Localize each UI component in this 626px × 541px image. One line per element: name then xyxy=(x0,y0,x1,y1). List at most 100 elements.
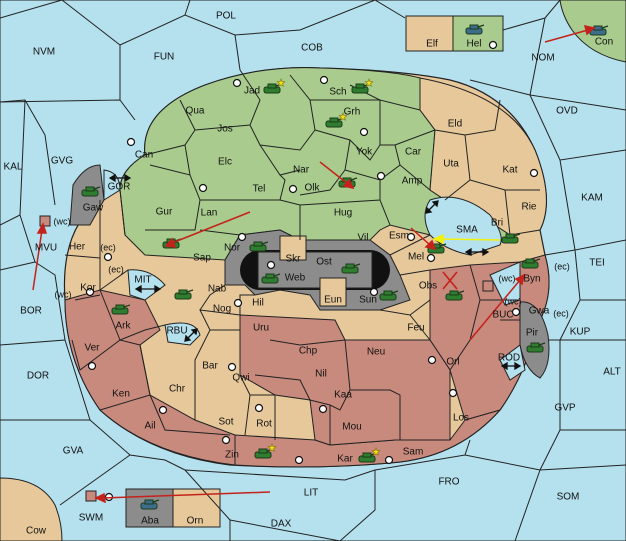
fleet-marker-icon[interactable] xyxy=(39,215,51,227)
army-icon-sun[interactable] xyxy=(379,290,399,301)
army-icon-grh[interactable] xyxy=(325,112,348,128)
army-icon-sma[interactable] xyxy=(501,233,521,244)
label-fun: FUN xyxy=(154,52,175,63)
supply-center-marker xyxy=(369,287,379,297)
label-grh: Grh xyxy=(344,107,361,118)
label-can: Can xyxy=(135,150,153,161)
order-bor xyxy=(32,222,48,291)
label-gor: GOR xyxy=(108,182,131,193)
coast-note-ec-byn: (ec) xyxy=(554,261,570,271)
supply-center-marker xyxy=(221,435,231,445)
label-lit: LIT xyxy=(304,488,318,499)
label-yok: Yok xyxy=(356,147,373,158)
label-uta: Uta xyxy=(443,159,459,170)
label-kar: Kar xyxy=(337,454,353,465)
label-sch: Sch xyxy=(329,87,346,98)
coast-note-wc-byn: (wc) xyxy=(499,273,516,283)
crossing-rod xyxy=(500,361,522,371)
label-eld: Eld xyxy=(448,119,462,130)
order-sap xyxy=(164,211,251,248)
supply-center-marker xyxy=(237,232,247,242)
supply-center-marker xyxy=(318,404,328,414)
label-elc: Elc xyxy=(218,157,232,168)
star-icon xyxy=(371,447,381,456)
label-gwa: Gwa xyxy=(529,306,550,317)
label-chp: Chp xyxy=(299,346,318,357)
supply-center-marker xyxy=(158,405,168,415)
label-rod: ROD xyxy=(498,353,520,364)
label-car: Car xyxy=(405,147,422,158)
supply-center-marker xyxy=(233,298,243,308)
fleet-marker-icon[interactable] xyxy=(85,490,97,502)
coast-note-ec-her: (ec) xyxy=(100,242,116,252)
coast-note-wc-gwa: (wc) xyxy=(505,296,522,306)
label-nvm: NVM xyxy=(33,47,55,58)
army-icon-ost[interactable] xyxy=(341,263,361,274)
label-qwi: Qwi xyxy=(232,373,249,384)
label-rbu: RBU xyxy=(166,326,187,337)
label-uru: Uru xyxy=(253,323,269,334)
label-nor: Nor xyxy=(224,243,241,254)
province-pir[interactable] xyxy=(519,301,550,379)
label-elf: Elf xyxy=(426,39,438,50)
army-icon-zin[interactable] xyxy=(254,443,277,459)
coast-note-wc-mvu: (wc) xyxy=(54,216,71,226)
label-olk: Olk xyxy=(305,183,321,194)
order-nar xyxy=(319,161,355,190)
army-icon-hel[interactable] xyxy=(465,24,485,35)
label-sap: Sap xyxy=(193,253,211,264)
supply-center-marker xyxy=(427,355,437,365)
army-icon-ark[interactable] xyxy=(111,304,131,315)
label-ver: Ver xyxy=(84,343,100,354)
province-skr[interactable] xyxy=(279,235,307,261)
army-icon-aba[interactable] xyxy=(140,499,160,510)
supply-center-marker xyxy=(198,183,208,193)
label-ark: Ark xyxy=(116,321,132,332)
label-ken: Ken xyxy=(112,389,130,400)
label-mel: Mel xyxy=(408,252,424,263)
fleet-marker-icon[interactable] xyxy=(482,280,494,292)
army-icon-byn[interactable] xyxy=(521,258,541,269)
army-icon-web[interactable] xyxy=(261,273,281,284)
army-icon-nab[interactable] xyxy=(174,289,194,300)
supply-center-marker xyxy=(294,455,304,465)
label-con: Con xyxy=(595,37,613,48)
label-kat: Kat xyxy=(502,165,517,176)
army-icon-obs[interactable] xyxy=(445,290,465,301)
label-mit: MIT xyxy=(134,275,151,286)
label-byn: Byn xyxy=(523,274,540,285)
province-eun[interactable] xyxy=(319,277,347,307)
label-tel: Tel xyxy=(253,184,266,195)
crossing-rbu xyxy=(184,328,198,342)
province-cow[interactable] xyxy=(0,477,63,541)
sea-rod xyxy=(499,344,526,381)
army-icon-jad[interactable] xyxy=(263,78,286,94)
order-esm xyxy=(410,227,437,251)
army-icon-nor[interactable] xyxy=(249,241,269,252)
supply-center-marker xyxy=(266,260,276,270)
province-elf[interactable] xyxy=(405,15,454,52)
army-icon-gaw[interactable] xyxy=(81,186,101,197)
supply-center-marker xyxy=(85,287,95,297)
army-icon-sch[interactable] xyxy=(351,78,374,94)
label-swm: SWM xyxy=(79,513,103,524)
label-tei: TEI xyxy=(589,258,605,269)
army-icon-kar[interactable] xyxy=(358,447,381,463)
label-gva: GVA xyxy=(63,446,84,457)
label-cow: Cow xyxy=(26,526,47,537)
label-obs: Obs xyxy=(419,281,437,292)
region-tan-ne xyxy=(419,77,547,236)
label-los: Los xyxy=(453,413,469,424)
supply-center-marker xyxy=(384,455,394,465)
label-nil: Nil xyxy=(315,369,327,380)
label-hil: Hil xyxy=(252,298,264,309)
label-cob: COB xyxy=(301,43,323,54)
army-icon-pir[interactable] xyxy=(526,342,546,353)
crossing-gor xyxy=(108,173,132,183)
sea-sma xyxy=(424,196,502,256)
label-gvp: GVP xyxy=(554,403,575,414)
supply-center-marker xyxy=(254,403,264,413)
label-jad: Jad xyxy=(244,86,260,97)
